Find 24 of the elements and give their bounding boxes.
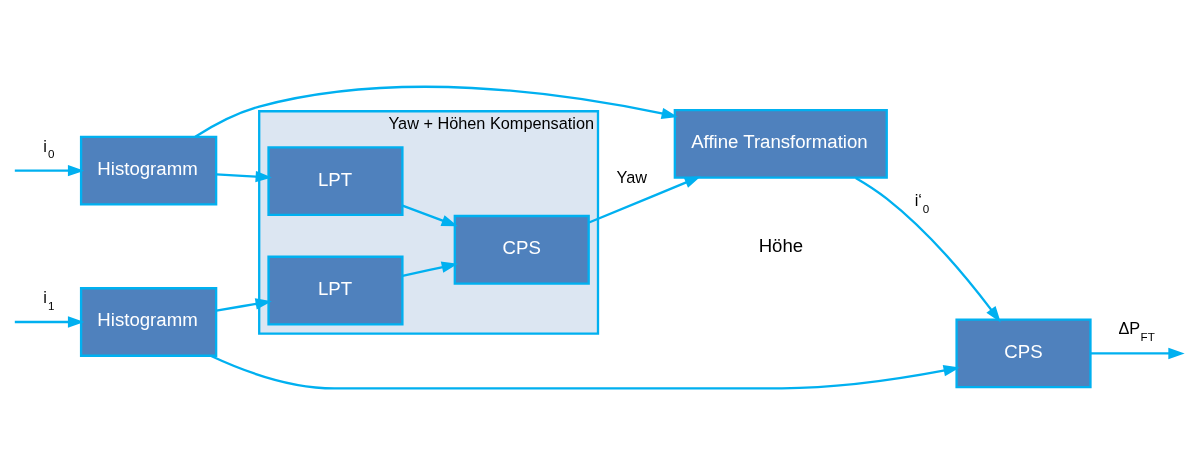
node-box: LPT xyxy=(267,145,404,216)
arrow xyxy=(855,176,1001,322)
arrow xyxy=(402,204,458,226)
edge-label: i$_{0}$ xyxy=(43,136,55,160)
edge-label: ΔP$_{FT}$ xyxy=(1118,318,1155,343)
node-box: CPS xyxy=(453,214,590,285)
node-box: Histogramm xyxy=(79,286,218,357)
arrow xyxy=(194,85,678,138)
arrow xyxy=(588,175,701,224)
node-box: LPT xyxy=(267,255,404,325)
arrow xyxy=(210,354,960,389)
arrow xyxy=(1090,347,1185,359)
node-box: Affine Transformation xyxy=(673,108,888,179)
arrow xyxy=(402,261,458,277)
edge-label: i‘$_{0}$ xyxy=(914,190,930,215)
node-box: Histogramm xyxy=(79,135,218,206)
arrow xyxy=(14,315,85,328)
arrow xyxy=(14,164,85,176)
edge-label: i$_{1}$ xyxy=(43,287,55,312)
node-box: CPS xyxy=(955,318,1092,388)
arrow xyxy=(216,297,272,312)
edge-label: Yaw xyxy=(616,167,648,186)
arrow xyxy=(216,170,272,182)
label: Höhe xyxy=(758,234,804,256)
